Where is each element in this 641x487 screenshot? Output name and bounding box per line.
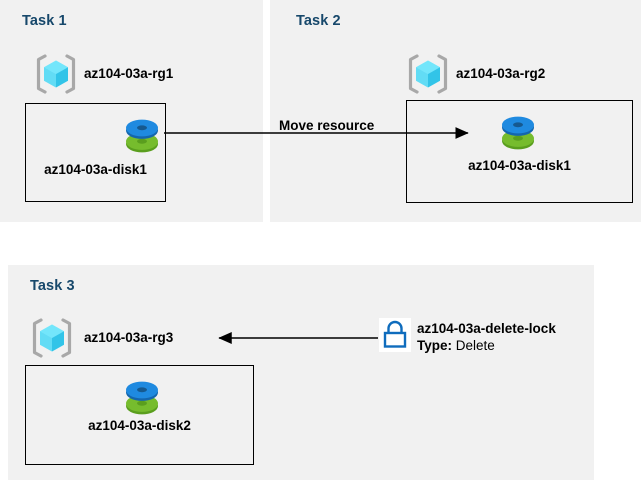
- lock-icon: [379, 318, 411, 352]
- panel-task-2: [270, 0, 641, 222]
- panel-task-3: [8, 265, 594, 480]
- resource-group-boundary-task-3: [25, 365, 254, 465]
- panel-title-task-3: Task 3: [30, 278, 75, 294]
- resource-group-boundary-task-1: [25, 103, 166, 202]
- move-resource-label: Move resource: [279, 118, 375, 133]
- delete-lock-arrow: [218, 332, 378, 344]
- managed-disk-icon: [498, 112, 538, 154]
- move-resource-arrow: [164, 127, 469, 139]
- resource-group-label: az104-03a-rg1: [84, 66, 174, 81]
- panel-title-task-2: Task 2: [296, 13, 341, 29]
- resource-group-boundary-task-2: [406, 100, 633, 203]
- resource-group-icon: [34, 53, 78, 95]
- panel-title-task-1: Task 1: [22, 13, 67, 29]
- delete-lock-info: az104-03a-delete-lock Type: Delete: [417, 321, 556, 355]
- resource-label: az104-03a-disk1: [468, 158, 571, 173]
- delete-lock-type-value: Delete: [455, 337, 495, 353]
- resource-label: az104-03a-disk1: [44, 162, 147, 177]
- delete-lock-type: Type: Delete: [417, 338, 556, 355]
- resource-group-icon: [30, 317, 74, 359]
- resource-group-label: az104-03a-rg2: [456, 66, 546, 81]
- resource-group-label: az104-03a-rg3: [84, 330, 174, 345]
- managed-disk-icon: [122, 115, 162, 157]
- resource-group-icon: [406, 53, 450, 95]
- delete-lock-type-key: Type:: [417, 337, 453, 353]
- panel-task-1: [0, 0, 263, 222]
- resource-label: az104-03a-disk2: [88, 418, 191, 433]
- delete-lock-name: az104-03a-delete-lock: [417, 321, 556, 336]
- managed-disk-icon: [122, 377, 162, 419]
